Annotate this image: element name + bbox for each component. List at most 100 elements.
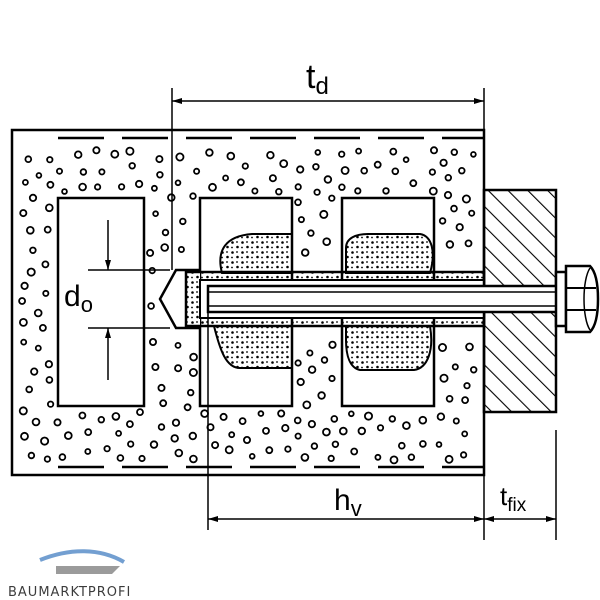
dimension-tfix: tfix: [484, 430, 557, 540]
pore: [340, 166, 350, 175]
pore: [18, 406, 28, 416]
pore: [146, 248, 155, 257]
pore: [464, 239, 473, 248]
pore: [373, 160, 382, 169]
pore: [419, 440, 427, 448]
pore: [322, 427, 331, 437]
pore: [363, 411, 373, 421]
pore: [118, 183, 126, 191]
pore: [157, 383, 166, 392]
label-do: do: [64, 280, 93, 317]
pore: [445, 240, 455, 249]
hex-nut: [564, 264, 600, 334]
pore: [20, 281, 29, 290]
pore: [39, 323, 47, 332]
pore: [30, 367, 39, 376]
pore: [277, 409, 286, 418]
pore: [111, 412, 121, 421]
pore: [248, 452, 256, 460]
pore: [186, 388, 195, 397]
pore: [211, 441, 220, 450]
washer: [554, 270, 568, 328]
pore: [313, 188, 321, 196]
pore: [312, 163, 320, 171]
pore: [461, 396, 470, 405]
pore: [262, 426, 270, 435]
pore: [402, 156, 410, 164]
pore: [275, 187, 283, 196]
pore: [43, 455, 52, 463]
pore: [58, 453, 67, 461]
pore: [436, 412, 446, 421]
pore: [175, 152, 185, 162]
pore: [391, 167, 400, 176]
label-td: td: [306, 58, 329, 100]
pore: [439, 158, 448, 167]
pore: [354, 187, 362, 195]
pore: [306, 349, 314, 357]
pore: [27, 451, 36, 460]
pore: [61, 188, 68, 195]
pore: [92, 146, 101, 155]
pore: [330, 415, 339, 423]
pore: [296, 165, 305, 174]
pore: [174, 448, 184, 458]
pore: [407, 453, 416, 461]
pore: [84, 428, 93, 437]
label-hv: hv: [334, 484, 362, 521]
pore: [128, 162, 136, 170]
pore: [138, 454, 146, 463]
dimension-td: td: [171, 58, 485, 270]
pore: [374, 453, 382, 461]
pore: [183, 403, 192, 412]
pore: [44, 360, 54, 369]
pore: [41, 260, 50, 269]
mortar-blob-chamber-3-bottom: [345, 325, 433, 371]
pore: [97, 416, 105, 424]
pore: [159, 399, 168, 408]
pore: [24, 155, 33, 164]
pore: [34, 344, 42, 352]
pore: [445, 394, 454, 403]
pore: [205, 148, 214, 157]
pore: [429, 146, 438, 155]
pore: [222, 174, 230, 182]
pore: [148, 337, 157, 346]
pore: [314, 149, 322, 156]
pore: [18, 317, 28, 327]
pore: [98, 168, 106, 176]
pore: [28, 193, 38, 202]
pore: [338, 183, 346, 191]
pore: [293, 416, 302, 425]
pore: [328, 194, 336, 202]
pore: [458, 166, 466, 175]
pore: [20, 338, 28, 346]
pore: [208, 182, 217, 192]
pore: [219, 412, 228, 421]
pore: [459, 451, 468, 459]
pore: [31, 417, 41, 427]
pore: [307, 419, 316, 429]
pore: [470, 366, 478, 374]
pore: [171, 418, 181, 427]
pore: [79, 168, 88, 176]
pore: [461, 194, 471, 204]
pore: [46, 180, 55, 189]
pore: [300, 453, 310, 462]
pore: [20, 431, 29, 441]
pore: [327, 454, 335, 462]
pore: [443, 191, 453, 200]
dimension-do: do: [64, 220, 170, 380]
pore: [125, 146, 135, 156]
pore: [251, 187, 259, 195]
pore: [357, 426, 366, 436]
pore: [307, 365, 317, 374]
pore: [409, 179, 418, 188]
pore: [451, 363, 459, 371]
pore: [242, 435, 251, 444]
pore: [452, 417, 460, 425]
pore: [115, 429, 122, 437]
pore: [44, 203, 54, 213]
pore: [179, 217, 187, 226]
